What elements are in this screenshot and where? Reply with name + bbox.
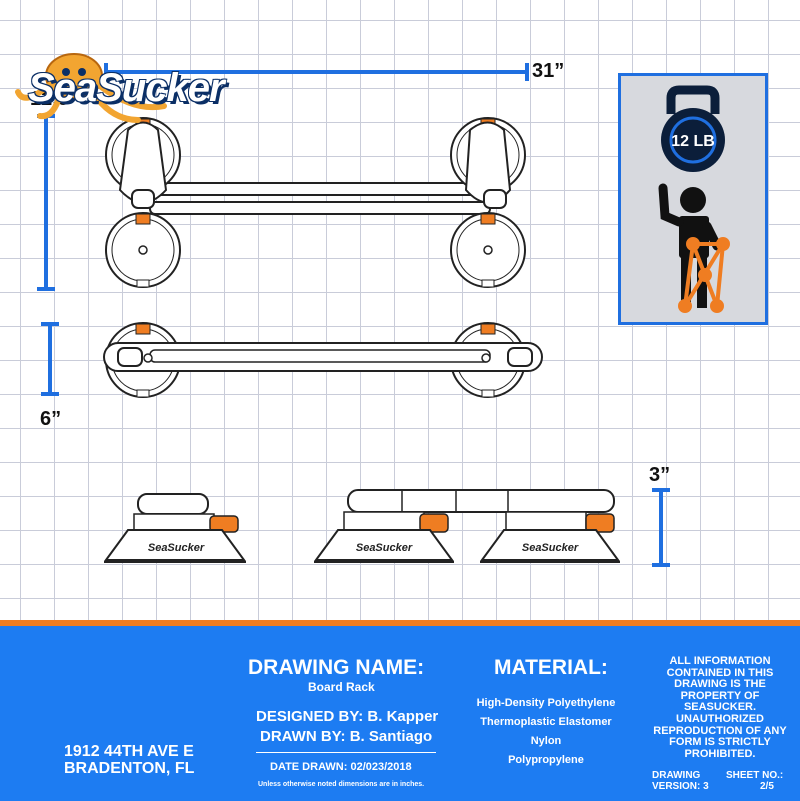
drawing-name-label: DRAWING NAME: <box>248 656 425 679</box>
drawn-by: DRAWN BY: B. Santiago <box>260 728 433 745</box>
side-view-double-mount <box>314 489 620 563</box>
material-2: Thermoplastic Elastomer <box>480 716 612 728</box>
depth-dimension-label: 6” <box>40 408 62 430</box>
title-block-stripe <box>0 626 800 634</box>
profile-height-dimension-label: 3” <box>649 464 671 486</box>
title-rule <box>256 752 436 753</box>
sheet-no: 2/5 <box>760 781 774 792</box>
weight-label: 12 LB <box>671 133 715 150</box>
address-line-2: BRADENTON, FL <box>64 760 195 777</box>
material-4: Polypropylene <box>508 754 584 766</box>
material-3: Nylon <box>530 735 562 747</box>
top-view-single-rack <box>103 322 543 398</box>
octopus-icon <box>15 53 167 123</box>
top-view-double-rack <box>105 117 526 288</box>
seasucker-logo: SeaSucker <box>14 46 234 126</box>
side-decal-3: SeaSucker <box>522 542 579 554</box>
ownership-notice: ALL INFORMATION CONTAINED IN THIS DRAWIN… <box>653 655 787 760</box>
technical-drawing: SeaSucker SeaSucker SeaSucker <box>37 63 670 567</box>
designed-by: DESIGNED BY: B. Kapper <box>256 708 439 725</box>
title-block <box>0 620 800 801</box>
date-drawn: DATE DRAWN: 02/023/2018 <box>270 761 412 773</box>
material-label: MATERIAL: <box>494 656 608 679</box>
units-note: Unless otherwise noted dimensions are in… <box>258 781 425 788</box>
width-dimension-label: 31” <box>532 60 565 82</box>
width-dimension-line <box>104 63 529 81</box>
depth-dimension-line <box>41 322 59 396</box>
profile-height-dimension-line <box>652 488 670 567</box>
address-line-1: 1912 44TH AVE E <box>64 743 194 760</box>
drawing-version: VERSION: 3 <box>652 781 709 792</box>
side-decal-2: SeaSucker <box>356 542 413 554</box>
drawing-version-label: DRAWING <box>652 770 701 781</box>
person-lifting-icon <box>658 183 730 313</box>
side-view-single-mount <box>104 493 246 563</box>
sheet-no-label: SHEET NO.: <box>726 770 784 781</box>
material-1: High-Density Polyethylene <box>476 697 616 709</box>
height-dimension-line <box>37 114 55 291</box>
side-decal-1: SeaSucker <box>148 542 205 554</box>
logo-text: SeaSucker <box>28 66 225 110</box>
kettlebell-icon: 12 LB <box>661 85 725 172</box>
weight-panel: 12 LB <box>618 73 768 325</box>
drawing-name: Board Rack <box>308 680 375 694</box>
